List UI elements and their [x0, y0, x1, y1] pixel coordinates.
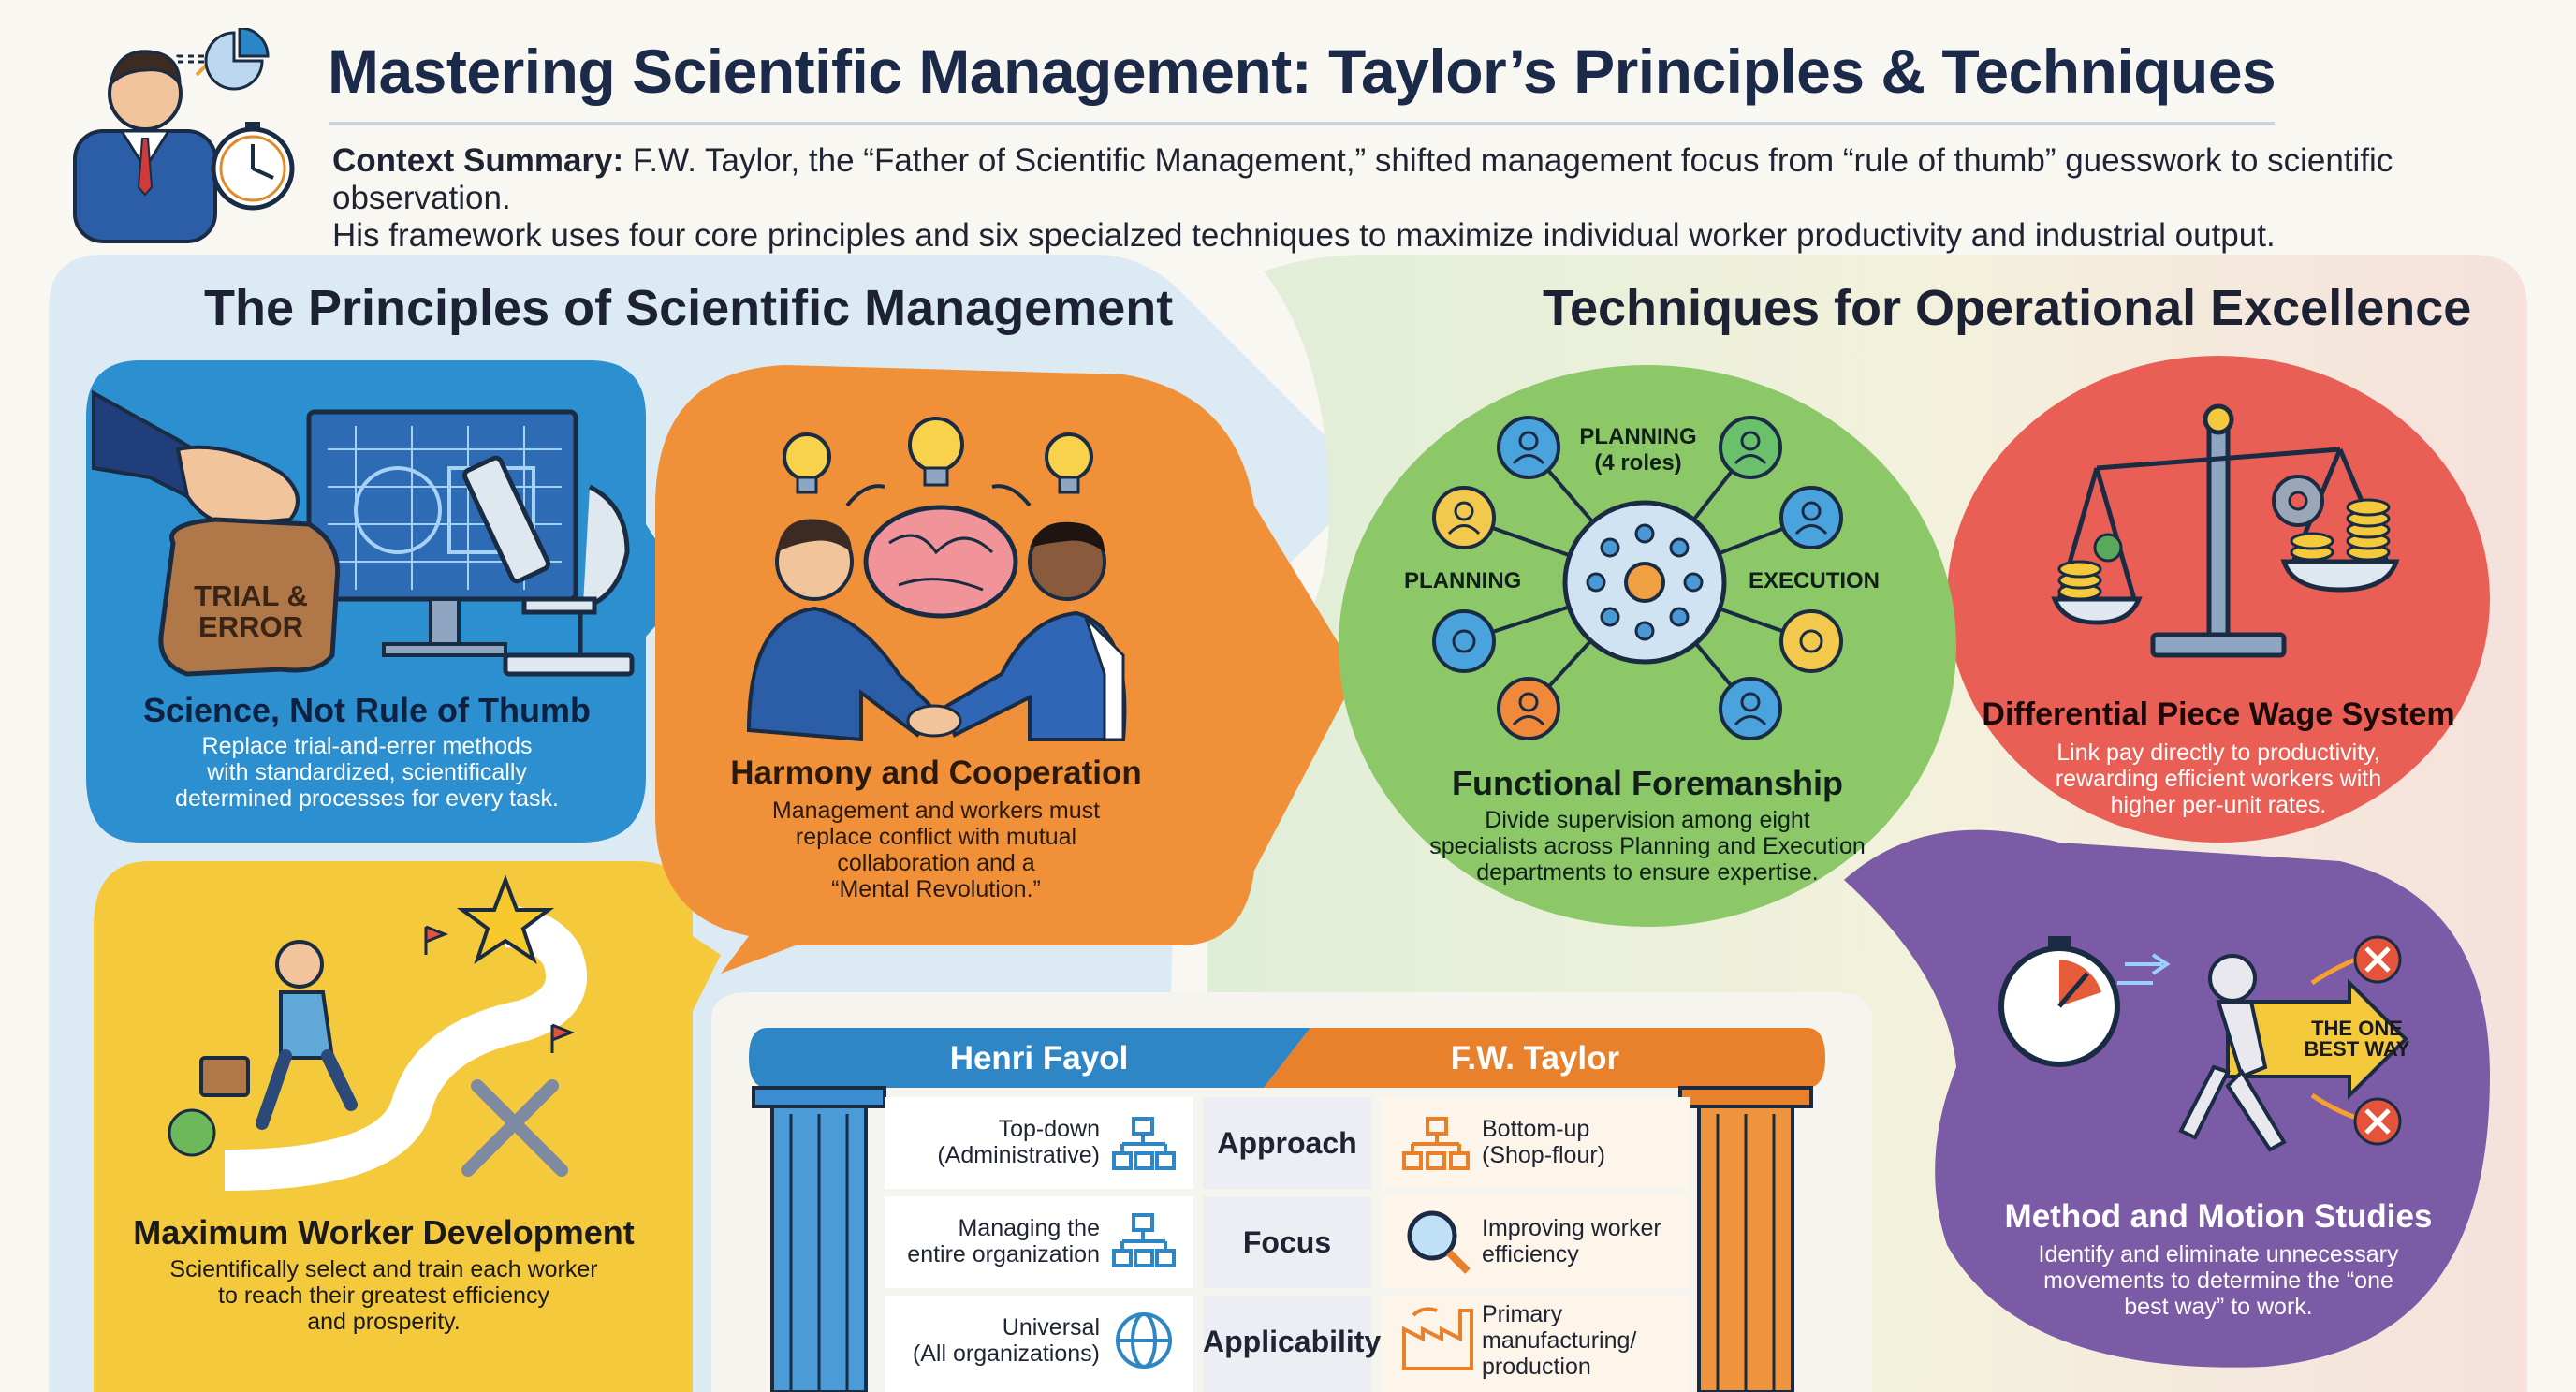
globe-icon [1116, 1312, 1172, 1369]
context-summary: Context Summary: F.W. Taylor, the “Fathe… [332, 142, 2532, 255]
magnifier-icon [1407, 1210, 1471, 1274]
idea-bulbs [783, 417, 1093, 494]
wage-desc-line: higher per-unit rates. [2110, 792, 2327, 818]
harmony-desc-line: collaboration and a [837, 850, 1035, 876]
harmony-desc-line: “Mental Revolution.” [831, 876, 1041, 902]
development-card-description: Scientifically select and train each wor… [94, 1256, 674, 1335]
best-way-label-line: THE ONE [2311, 1017, 2403, 1040]
wage-card-description: Link pay directly to productivity, rewar… [1975, 740, 2462, 818]
foremanship-card-description: Divide supervision among eight specialis… [1385, 807, 1910, 886]
foremanship-desc-line: specialists across Planning and Executio… [1429, 833, 1866, 859]
context-summary-label: Context Summary: [332, 142, 624, 179]
planning-left-label: PLANNING [1404, 568, 1522, 593]
motion-desc-line: best way” to work. [2124, 1294, 2313, 1320]
cell-line: (Shop-flour) [1482, 1142, 1605, 1168]
motion-card-title: Method and Motion Studies [2004, 1198, 2433, 1235]
taylor-focus: Improving worker efficiency [1482, 1215, 1683, 1267]
title-divider [329, 122, 2275, 125]
motion-card-shape [1844, 829, 2490, 1368]
harmony-card-description: Management and workers must replace conf… [693, 798, 1179, 902]
fayol-approach: Top-down (Administrative) [889, 1116, 1100, 1168]
factory-icon [1402, 1307, 1473, 1370]
cell-line: entire organization [907, 1241, 1100, 1267]
planning-top-label-text: PLANNING [1579, 424, 1697, 449]
fayol-header-bar [749, 1028, 1310, 1088]
development-desc-line: to reach their greatest efficiency [218, 1282, 549, 1309]
motion-card-description: Identify and eliminate unnecessary movem… [1975, 1241, 2462, 1320]
techniques-section-title: Techniques for Operational Excellence [1543, 280, 2472, 336]
trial-error-badge: TRIAL & ERROR [194, 579, 308, 643]
manager-illustration [73, 28, 295, 243]
category-applicability: Applicability [1203, 1325, 1382, 1358]
cell-line: Bottom-up [1482, 1116, 1590, 1142]
cell-line: manufacturing/ [1482, 1327, 1637, 1354]
cell-line: production [1482, 1354, 1591, 1380]
page-title: Mastering Scientific Management: Taylor’… [328, 37, 2276, 106]
cell-line: Primary [1482, 1301, 1563, 1327]
development-desc-line: and prosperity. [307, 1309, 461, 1335]
winding-path [224, 906, 587, 1191]
cell-line: (All organizations) [912, 1341, 1100, 1367]
best-way-label: THE ONE BEST WAY [2291, 1018, 2422, 1060]
category-focus: Focus [1242, 1225, 1332, 1259]
wage-card-title: Differential Piece Wage System [1982, 696, 2455, 732]
science-desc-line: with standardized, scientifically [207, 759, 527, 785]
fayol-pillar [752, 1086, 886, 1392]
science-desc-line: Replace trial-and-errer methods [201, 733, 533, 759]
category-approach: Approach [1217, 1126, 1357, 1160]
cell-line: Top-down [998, 1116, 1100, 1142]
cell-line: Managing the [958, 1215, 1100, 1241]
microscope-icon [461, 455, 635, 677]
harmony-desc-line: replace conflict with mutual [795, 824, 1077, 850]
fayol-header: Henri Fayol [949, 1040, 1129, 1077]
execution-right-label: EXECUTION [1749, 568, 1881, 593]
science-card-description: Replace trial-and-errer methods with sta… [86, 733, 648, 812]
harmony-desc-line: Management and workers must [771, 798, 1101, 824]
planning-top-label: PLANNING (4 roles) [1516, 424, 1760, 476]
walker-figure [2178, 954, 2287, 1152]
wage-desc-line: Link pay directly to productivity, [2056, 740, 2380, 766]
cell-line: (Administrative) [937, 1142, 1100, 1168]
fayol-focus: Managing the entire organization [889, 1215, 1100, 1267]
motion-desc-line: movements to determine the “one [2043, 1267, 2393, 1294]
cell-line: Improving worker [1482, 1215, 1661, 1241]
foremanship-desc-line: Divide supervision among eight [1485, 807, 1810, 833]
taylor-approach: Bottom-up (Shop-flour) [1482, 1116, 1683, 1168]
org-chart-icon [1112, 1117, 1176, 1267]
wage-desc-line: rewarding efficient workers with [2055, 766, 2382, 792]
cell-line: efficiency [1482, 1241, 1579, 1267]
motion-desc-line: Identify and eliminate unnecessary [2038, 1241, 2399, 1267]
table-background [711, 992, 1872, 1392]
reject-x-icons [2353, 935, 2402, 1146]
trial-error-rock [158, 517, 341, 677]
fayol-applicability: Universal (All organizations) [889, 1314, 1100, 1367]
bottom-up-chart-icon [1402, 1117, 1470, 1170]
development-desc-line: Scientifically select and train each wor… [169, 1256, 598, 1282]
foremanship-desc-line: departments to ensure expertise. [1476, 859, 1819, 886]
taylor-header-bar [1264, 1028, 1825, 1088]
best-way-label-line: BEST WAY [2304, 1037, 2410, 1061]
context-summary-line-2: His framework uses four core principles … [332, 217, 2276, 254]
harmony-card-title: Harmony and Cooperation [730, 755, 1142, 791]
taylor-header: F.W. Taylor [1450, 1040, 1620, 1077]
science-desc-line: determined processes for every task. [175, 785, 559, 812]
best-way-arrow [2226, 978, 2408, 1100]
planning-top-label-sub: (4 roles) [1594, 450, 1682, 476]
foremanship-card-title: Functional Foremanship [1451, 764, 1844, 802]
development-card-title: Maximum Worker Development [133, 1213, 635, 1252]
taylor-pillar [1678, 1086, 1813, 1392]
science-card-title: Science, Not Rule of Thumb [142, 691, 592, 729]
taylor-applicability: Primary manufacturing/ production [1482, 1301, 1683, 1380]
context-summary-line-1: F.W. Taylor, the “Father of Scientific M… [332, 142, 2393, 216]
principles-section-title: The Principles of Scientific Management [204, 280, 1174, 336]
cell-line: Universal [1002, 1314, 1100, 1341]
